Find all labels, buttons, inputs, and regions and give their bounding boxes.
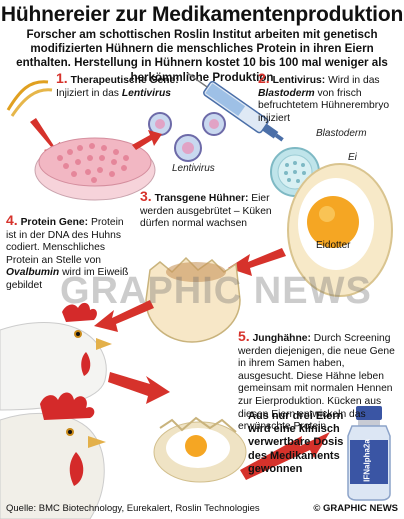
step-1-emphasis: Lentivirus [121, 87, 172, 99]
petri-dish [34, 137, 156, 201]
step-4-emphasis: Ovalbumin [6, 267, 60, 279]
step-3-text: Eier werden ausgebrütet – Küken dürfen n… [140, 193, 272, 230]
step-5-text: Durch Screening werden diejenigen, die n… [238, 333, 395, 433]
step-5: 5. Junghähne: Durch Screening werden die… [238, 328, 400, 434]
step-3-heading: Transgene Hühner: [154, 193, 249, 204]
yolk-label: Eidotter [316, 240, 351, 251]
step-3: 3. Transgene Hühner: Eier werden ausgebr… [140, 188, 280, 231]
subtitle: Forscher am schottischen Roslin Institut… [16, 28, 388, 84]
step-2-text-2: von frisch befruchtetem Hühnerembryo inj… [258, 87, 390, 124]
arrow-dish-to-virus [132, 130, 162, 150]
page-title: Hühnereier zur Medikamentenproduktion [0, 3, 404, 26]
lentivirus-particles [148, 112, 226, 162]
arrow-egg-to-hatch [228, 248, 286, 276]
blastoderm-cell [270, 147, 320, 197]
step-2-emphasis: Blastoderm [258, 87, 315, 99]
step-4-text-2: wird im Eiweiß gebildet [6, 267, 129, 291]
arrow-to-hen [94, 300, 154, 332]
step-1-text: Injiziert in das [56, 87, 122, 99]
step-1-number: 1. [56, 70, 68, 86]
cracked-egg [153, 416, 247, 483]
hen-illustration [0, 302, 112, 411]
step-5-heading: Junghähne: [252, 333, 311, 344]
step-4: 4. Protein Gene: Protein ist in der DNA … [6, 212, 134, 293]
egg-label: Ei [348, 152, 357, 163]
step-2-heading: Lentivirus: [272, 75, 326, 86]
step-2-number: 2. [258, 70, 270, 86]
step-4-number: 4. [6, 212, 18, 228]
rooster-illustration [0, 392, 106, 519]
syringe-icon [187, 72, 284, 142]
hatching-egg [145, 256, 241, 343]
step-2-text-1: Wird in das [328, 75, 380, 86]
arrow-to-cracked-egg [108, 372, 170, 404]
vial-icon [347, 406, 391, 501]
step-5-number: 5. [238, 328, 250, 344]
step-4-heading: Protein Gene: [20, 217, 89, 228]
vial-label: IFNalpha2a [362, 439, 372, 482]
dna-icon [6, 80, 53, 117]
step-4-text-1: Protein ist in der DNA des Huhns codiert… [6, 217, 124, 266]
step-1-heading: Therapeutische Gene: [70, 75, 179, 86]
copyright-note: © GRAPHIC NEWS [313, 503, 398, 514]
step-1: 1. Therapeutische Gene: Injiziert in das… [56, 70, 206, 100]
blastoderm-label: Blastoderm [316, 128, 367, 139]
watermark: GRAPHIC NEWS [60, 270, 372, 312]
step-3-number: 3. [140, 188, 152, 204]
source-note: Quelle: BMC Biotechnology, Eurekalert, R… [6, 503, 260, 514]
lentivirus-label: Lentivirus [172, 163, 215, 174]
arrow-to-vial [240, 432, 330, 480]
final-statement: Aus nur drei Eiern wird eine klinisch ve… [248, 410, 344, 475]
step-2: 2. Lentivirus: Wird in das Blastoderm vo… [258, 70, 400, 125]
egg-with-yolk [287, 163, 393, 297]
